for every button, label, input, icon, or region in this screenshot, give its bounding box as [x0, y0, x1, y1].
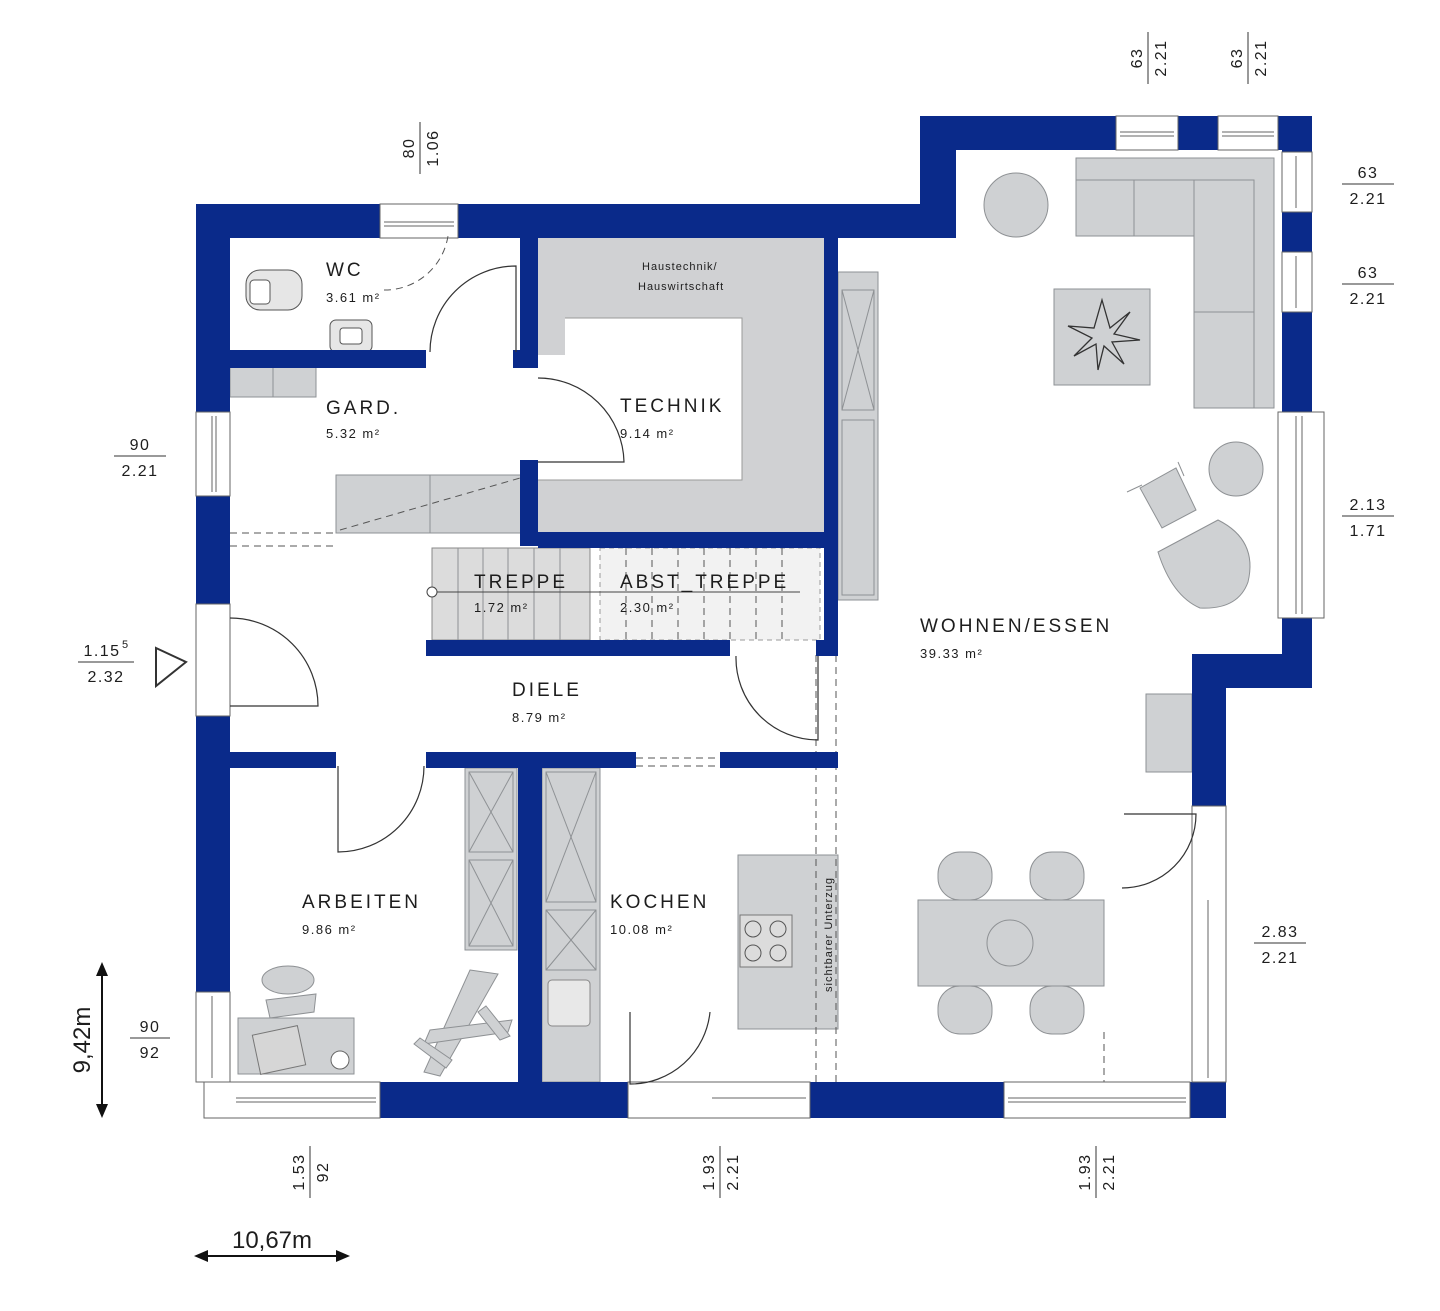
dim-bottom-wohnen-bottom: 2.21 [1101, 1153, 1118, 1190]
dim-wc-top-bottom: 1.06 [425, 129, 442, 166]
wohnen-area: 39.33 m² [920, 646, 983, 661]
overall-dimensions: 9,42m 10,67m [69, 962, 350, 1262]
windows [195, 115, 1325, 1119]
dim-wohnen-top-left-top: 63 [1129, 48, 1146, 69]
dim-wohnen-top-right-top: 63 [1229, 48, 1246, 69]
arbeiten-name: ARBEITEN [302, 892, 421, 913]
gard-area: 5.32 m² [326, 426, 381, 441]
dim-bottom-arbeiten-bottom: 92 [315, 1162, 332, 1183]
living-furniture [917, 157, 1275, 1035]
technik-caption-1: Haustechnik/ [642, 261, 718, 273]
gard-name: GARD. [326, 398, 401, 419]
dim-bottom-kochen-bottom: 2.21 [725, 1153, 742, 1190]
diele-area: 8.79 m² [512, 710, 567, 725]
wc-fixtures [245, 269, 373, 353]
entrance-arrow-icon [155, 646, 188, 689]
treppe-name: TREPPE [474, 572, 568, 593]
dim-left-arbeiten-bottom: 92 [140, 1045, 161, 1062]
technik-name: TECHNIK [620, 396, 724, 417]
walls [196, 116, 1312, 1118]
dim-entrance-sup: 5 [122, 639, 129, 651]
technik-area: 9.14 m² [620, 426, 675, 441]
doors [155, 235, 1197, 1085]
dim-left-gard-top: 90 [130, 437, 151, 454]
technik-room-fill [538, 238, 826, 532]
dim-left-arbeiten-top: 90 [140, 1019, 161, 1036]
kochen-name: KOCHEN [610, 892, 709, 913]
wc-name: WC [326, 260, 364, 281]
dim-left-gard-bottom: 2.21 [121, 463, 158, 480]
office-furniture [237, 965, 513, 1077]
dim-right-3-bottom: 1.71 [1349, 523, 1386, 540]
wohnen-name: WOHNEN/ESSEN [920, 616, 1112, 637]
treppe-area: 1.72 m² [474, 600, 529, 615]
dim-bottom-kochen-top: 1.93 [701, 1153, 718, 1190]
technik-caption-2: Hauswirtschaft [638, 281, 724, 293]
abst-treppe-name: ABST_TREPPE [620, 572, 789, 593]
dim-bottom-wohnen-top: 1.93 [1077, 1153, 1094, 1190]
arbeiten-area: 9.86 m² [302, 922, 357, 937]
dim-entrance-top: 1.15 [83, 643, 120, 660]
staircase [426, 547, 821, 641]
kitchen-units [464, 655, 839, 1083]
dim-right-1-top: 63 [1358, 165, 1379, 182]
diele-name: DIELE [512, 680, 582, 701]
dim-right-4-bottom: 2.21 [1261, 950, 1298, 967]
beam-label: sichtbarer Unterzug [823, 877, 835, 992]
dim-right-2-top: 63 [1358, 265, 1379, 282]
room-labels: WC 3.61 m² GARD. 5.32 m² Haustechnik/ Ha… [302, 260, 1112, 992]
dim-bottom-arbeiten-top: 1.53 [291, 1153, 308, 1190]
tall-cabinets [837, 271, 879, 601]
dim-entrance-bottom: 2.32 [87, 669, 124, 686]
opening-dimensions: 80 1.06 63 2.21 63 2.21 1.53 92 1.93 2.2… [78, 32, 1394, 1198]
wardrobe [229, 366, 525, 534]
dim-right-1-bottom: 2.21 [1349, 191, 1386, 208]
dim-height: 9,42m [69, 1007, 96, 1074]
dim-right-4-top: 2.83 [1261, 924, 1298, 941]
dim-wohnen-top-left-bottom: 2.21 [1153, 39, 1170, 76]
dim-wc-top-top: 80 [401, 138, 418, 159]
abst-treppe-area: 2.30 m² [620, 600, 675, 615]
dim-right-3-top: 2.13 [1349, 497, 1386, 514]
dim-width: 10,67m [232, 1227, 312, 1254]
wc-area: 3.61 m² [326, 290, 381, 305]
dim-wohnen-top-right-bottom: 2.21 [1253, 39, 1270, 76]
kochen-area: 10.08 m² [610, 922, 673, 937]
dim-right-2-bottom: 2.21 [1349, 291, 1386, 308]
